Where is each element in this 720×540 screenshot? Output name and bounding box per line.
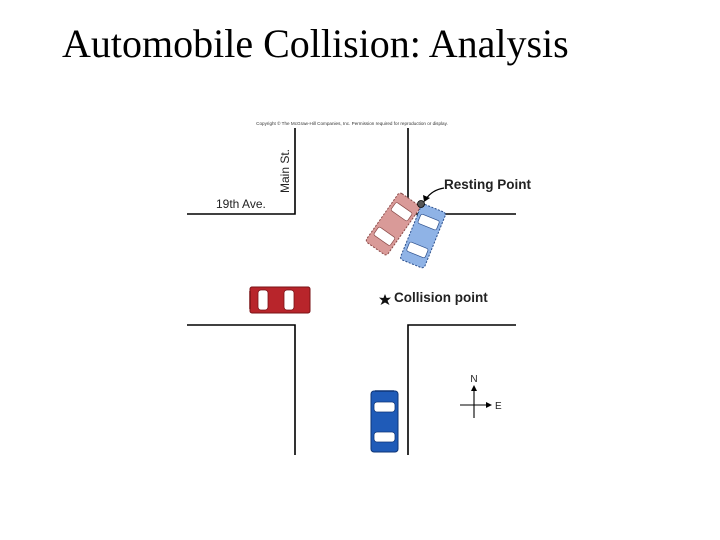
compass-east-label: E (495, 401, 502, 412)
red-car (249, 286, 311, 314)
collision-point-marker (379, 294, 391, 305)
resting-point-marker (417, 200, 425, 208)
road-edge-top-left (187, 128, 296, 215)
compass-east-arrow (486, 402, 492, 408)
road-edge-bottom-right (407, 324, 516, 455)
slide-title: Automobile Collision: Analysis (62, 21, 569, 66)
blue-car (370, 390, 399, 453)
road-edge-bottom-left (187, 324, 296, 455)
street-label-19th-ave: 19th Ave. (216, 197, 266, 211)
compass (460, 389, 489, 418)
copyright-notice: Copyright © The McGraw-Hill Companies, I… (256, 120, 448, 126)
resting-point-arrow (423, 187, 445, 202)
compass-north-arrow (471, 385, 477, 391)
street-label-main-st: Main St. (278, 149, 292, 193)
compass-north-label: N (470, 374, 477, 385)
resting-point-label: Resting Point (444, 177, 532, 192)
collision-point-label: Collision point (394, 290, 488, 305)
blue-car-resting (400, 203, 446, 269)
red-car-resting (365, 192, 421, 256)
